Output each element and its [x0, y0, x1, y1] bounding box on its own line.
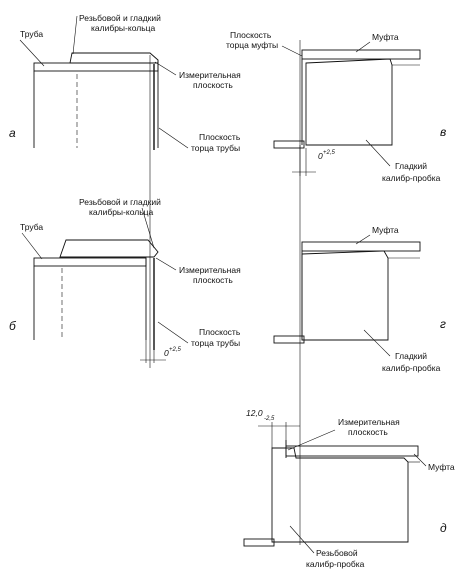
- leader-gauge-a: [72, 15, 78, 55]
- label-pipe-end-plane-a-line2: торца трубы: [191, 143, 240, 153]
- label-plug-v-line2: калибр-пробка: [382, 173, 441, 183]
- leader-plug-v: [365, 139, 391, 167]
- coupling-v: [301, 49, 421, 145]
- panel-d: 12,0 -2,5 Измерительная плоскость Муфта …: [243, 408, 455, 569]
- dim-sup-v: +2,5: [323, 150, 336, 156]
- panel-letter-a: а: [9, 126, 16, 140]
- coupling-g: [301, 241, 421, 340]
- leader-pipe-end-plane-a: [158, 127, 189, 149]
- label-pipe-end-plane-b-line2: торца трубы: [191, 338, 240, 348]
- panel-letter-v: в: [440, 125, 446, 139]
- label-pipe-end-plane-b-line1: Плоскость: [199, 327, 241, 337]
- label-measuring-plane-d-line2: плоскость: [348, 427, 388, 437]
- label-gauge-a-line1: Резьбовой и гладкий: [79, 13, 161, 23]
- label-coupling-v: Муфта: [372, 32, 399, 42]
- label-coupling-d: Муфта: [428, 462, 455, 472]
- leader-plug-g: [363, 329, 391, 357]
- label-plug-g-line2: калибр-пробка: [382, 363, 441, 373]
- label-plug-v-line1: Гладкий: [395, 161, 427, 171]
- label-measuring-plane-b-line2: плоскость: [193, 275, 233, 285]
- dim-base-d: 12,0: [246, 408, 263, 418]
- panel-letter-d: д: [440, 521, 447, 535]
- ring-gauge-b: [59, 239, 159, 258]
- label-gauge-b-line1: Резьбовой и гладкий: [79, 197, 161, 207]
- label-coupling-end-plane-v-line1: Плоскость: [230, 30, 272, 40]
- plug-gauge-v: [273, 58, 420, 149]
- panel-b: Труба Резьбовой и гладкий калибры-кольца…: [9, 197, 241, 363]
- panel-g: Муфта Гладкий калибр-пробка г: [273, 225, 446, 373]
- label-coupling-end-plane-v-line2: торца муфты: [226, 40, 278, 50]
- leader-coupling-g: [355, 234, 371, 245]
- panel-letter-b: б: [9, 319, 17, 333]
- label-measuring-plane-a-line2: плоскость: [193, 80, 233, 90]
- label-measuring-plane-b-line1: Измерительная: [179, 265, 241, 275]
- leader-coupling-d: [413, 453, 427, 467]
- label-gauge-a-line2: калибры-кольца: [91, 23, 155, 33]
- dim-sup-b: +2,5: [169, 347, 182, 353]
- leader-plug-d: [289, 525, 315, 554]
- plug-gauge-g: [273, 250, 420, 344]
- label-plug-d-line2: калибр-пробка: [306, 559, 365, 569]
- label-coupling-g: Муфта: [372, 225, 399, 235]
- dim-base-v: 0: [318, 151, 323, 161]
- label-measuring-plane-d-line1: Измерительная: [338, 417, 400, 427]
- panel-a: Труба Резьбовой и гладкий калибры-кольца…: [9, 13, 241, 153]
- leader-measuring-plane-a: [154, 61, 177, 76]
- label-pipe-end-plane-a-line1: Плоскость: [199, 132, 241, 142]
- label-pipe-a: Труба: [20, 29, 43, 39]
- leader-pipe-b: [21, 232, 43, 260]
- leader-measuring-plane-d: [287, 429, 336, 451]
- label-measuring-plane-a-line1: Измерительная: [179, 70, 241, 80]
- pipe-a: [33, 60, 159, 148]
- leader-gauge-b: [141, 207, 155, 249]
- dim-sub-d: -2,5: [264, 416, 275, 422]
- dim-base-b: 0: [164, 348, 169, 358]
- leader-coupling-end-plane-v: [281, 45, 303, 57]
- plug-gauge-d: [243, 447, 420, 547]
- label-plug-d-line1: Резьбовой: [316, 548, 358, 558]
- leader-pipe-a: [19, 39, 45, 67]
- leader-measuring-plane-b: [155, 257, 177, 271]
- leader-coupling-v: [355, 41, 371, 53]
- panel-v: Плоскость торца муфты Муфта Гладкий кали…: [226, 30, 446, 183]
- pipe-b: [33, 257, 147, 340]
- ring-gauge-a: [69, 52, 159, 64]
- panel-letter-g: г: [440, 317, 446, 331]
- label-plug-g-line1: Гладкий: [395, 351, 427, 361]
- leader-pipe-end-plane-b: [157, 321, 189, 344]
- label-gauge-b-line2: калибры-кольца: [89, 207, 153, 217]
- label-pipe-b: Труба: [20, 222, 43, 232]
